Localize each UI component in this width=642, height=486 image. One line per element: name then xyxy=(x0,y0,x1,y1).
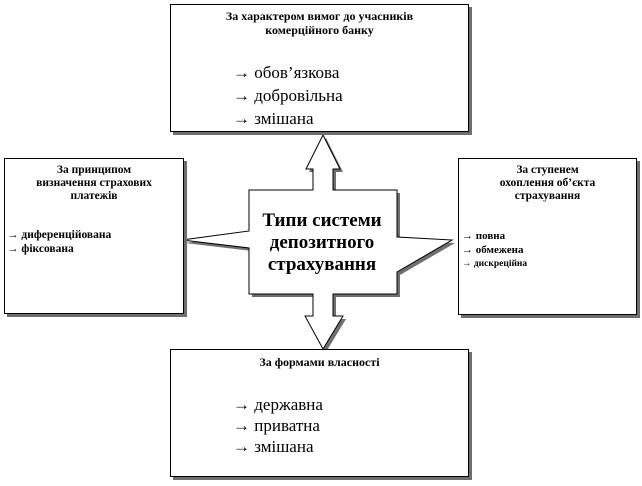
right-box-item: → обмежена xyxy=(462,244,524,256)
right-category-box: За ступенем охоплення об’єкта страхуванн… xyxy=(458,158,637,315)
bottom-box-item: → приватна xyxy=(233,416,320,435)
left-box-title-line: визначення страхових xyxy=(36,177,152,190)
right-box-title-line: охоплення об’єкта xyxy=(499,177,596,190)
left-box-title-line: платежів xyxy=(70,190,118,203)
top-box-items: → обов’язкова → добровільна → змішана xyxy=(233,61,343,130)
left-box-item: → фіксована xyxy=(7,243,74,255)
center-title-line-2: депозитного xyxy=(269,232,375,253)
right-box-item: → повна xyxy=(462,230,506,242)
left-category-box: За принципом визначення страхових платеж… xyxy=(4,158,184,314)
center-title-line-1: Типи системи xyxy=(262,210,382,231)
bottom-box-title: За формами власності xyxy=(171,350,468,370)
right-box-items: → повна → обмежена → дискреційна xyxy=(462,229,527,271)
left-box-item: → диференційована xyxy=(7,229,112,241)
top-box-title: За характером вимог до учасників комерці… xyxy=(171,5,468,38)
top-category-box: За характером вимог до учасників комерці… xyxy=(170,4,469,132)
center-title-line-3: страхування xyxy=(267,254,377,275)
right-box-title: За ступенем охоплення об’єкта страхуванн… xyxy=(459,159,636,204)
left-box-items: → диференційована → фіксована xyxy=(7,228,111,256)
right-box-item: → дискреційна xyxy=(462,259,528,269)
bottom-box-item: → змішана xyxy=(233,437,314,456)
center-title: Типи системи депозитного страхування xyxy=(252,210,392,276)
top-box-item: → добровільна xyxy=(233,86,343,105)
left-box-title: За принципом визначення страхових платеж… xyxy=(5,159,183,204)
top-box-title-line: комерційного банку xyxy=(265,22,374,37)
bottom-box-items: → державна → приватна → змішана xyxy=(233,394,323,457)
left-box-title-line: За принципом xyxy=(56,164,132,176)
right-box-title-line: За ступенем xyxy=(516,164,579,176)
bottom-box-title-line: За формами власності xyxy=(259,355,380,369)
top-box-item: → обов’язкова xyxy=(233,63,340,82)
bottom-category-box: За формами власності → державна → приват… xyxy=(170,349,469,477)
right-box-title-line: страхування xyxy=(514,190,581,203)
top-box-title-line: За характером вимог до учасників xyxy=(225,9,414,23)
bottom-box-item: → державна xyxy=(233,395,323,414)
top-box-item: → змішана xyxy=(233,109,314,128)
